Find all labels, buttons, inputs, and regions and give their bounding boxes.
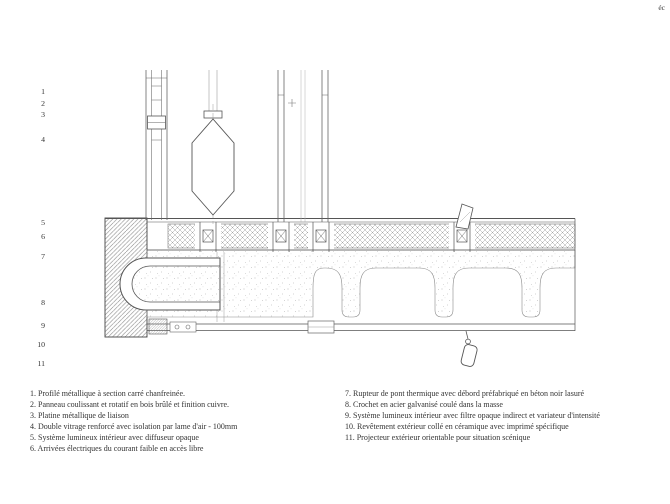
callout-8: 8	[41, 298, 45, 307]
legend-item-11: 11. Projecteur extérieur orientable pour…	[345, 433, 531, 442]
insulation-band	[167, 223, 576, 249]
ceramic-cladding	[147, 323, 575, 331]
callout-3: 3	[41, 110, 45, 119]
legend-right-column: 7. Rupteur de pont thermique avec débord…	[345, 388, 600, 443]
ceiling-luminaire	[307, 320, 335, 334]
center-cross-marker	[288, 99, 296, 107]
legend-item-9: 9. Système lumineux intérieur avec filtr…	[345, 411, 600, 420]
callout-2: 2	[41, 99, 45, 108]
projector	[460, 330, 478, 367]
rotating-panel	[191, 70, 235, 224]
callout-1: 1	[41, 87, 45, 96]
callout-6: 6	[41, 232, 45, 241]
concrete-slab	[146, 249, 576, 318]
callout-7: 7	[41, 252, 45, 261]
callout-4: 4	[41, 135, 45, 144]
callout-5: 5	[41, 218, 45, 227]
left-mullion	[145, 70, 168, 220]
legend-item-7: 7. Rupteur de pont thermique avec débord…	[345, 389, 585, 398]
legend-item-10: 10. Revêtement extérieur collé en cérami…	[345, 422, 569, 431]
legend-item-4: 4. Double vitrage renforcé avec isolatio…	[30, 422, 238, 431]
legend-item-5: 5. Système lumineux intérieur avec diffu…	[30, 433, 199, 442]
callout-11: 11	[37, 359, 45, 368]
legend-item-6: 6. Arrivées électriques du courant faibl…	[30, 444, 204, 453]
corner-label: éc	[658, 3, 665, 12]
callout-9: 9	[41, 321, 45, 330]
legend-item-3: 3. Platine métallique de liaison	[30, 411, 129, 420]
electrical-access	[148, 318, 197, 335]
legend-item-1: 1. Profilé métallique à section carré ch…	[30, 389, 186, 398]
right-mullion	[277, 70, 329, 222]
steel-anchor	[455, 203, 474, 230]
thermal-loop	[119, 257, 221, 311]
legend-item-8: 8. Crochet en acier galvanisé coulé dans…	[345, 400, 503, 409]
fixing-brackets	[195, 222, 475, 252]
legend-item-2: 2. Panneau coulissant et rotatif en bois…	[30, 400, 230, 409]
legend-left-column: 1. Profilé métallique à section carré ch…	[30, 388, 237, 454]
slab-edge-lines	[105, 218, 576, 331]
callout-10: 10	[37, 340, 45, 349]
